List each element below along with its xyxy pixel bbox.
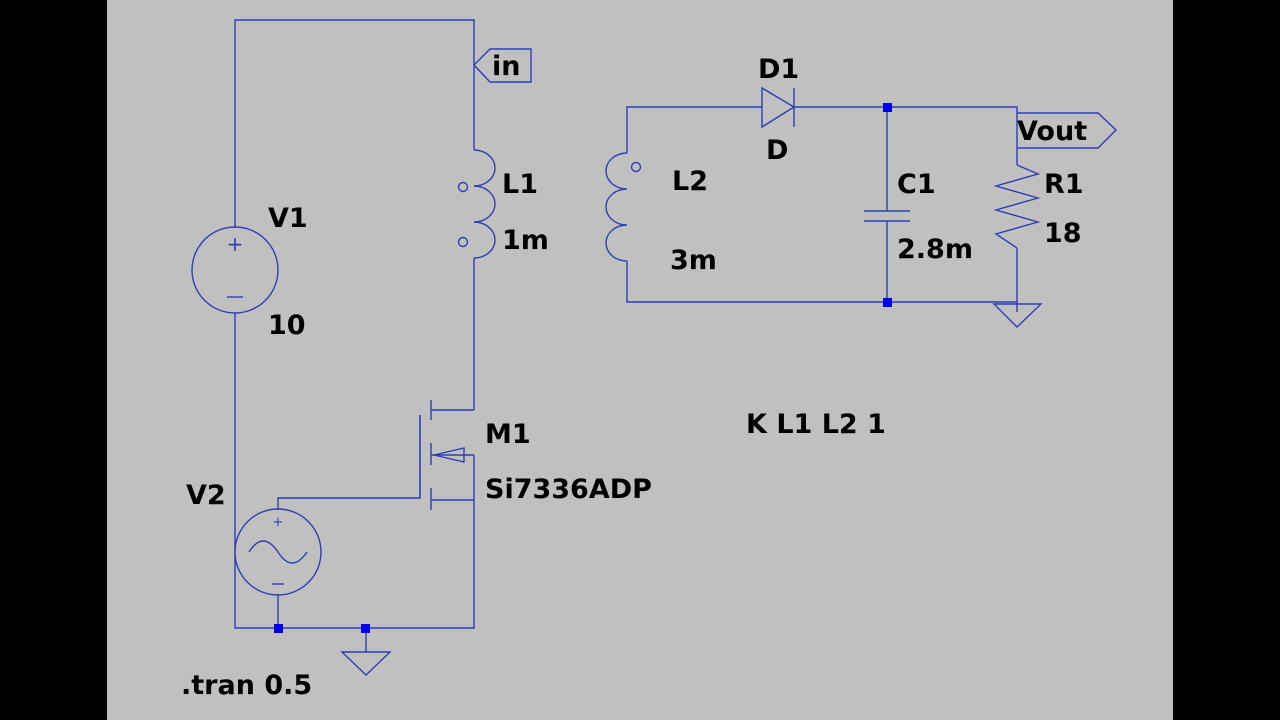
r1-resistor[interactable] bbox=[993, 164, 1041, 249]
net-flag-vout[interactable] bbox=[1017, 112, 1118, 149]
net-vout-label: Vout bbox=[1017, 116, 1087, 147]
d1-name-label: D1 bbox=[758, 54, 799, 85]
coupling-directive[interactable]: K L1 L2 1 bbox=[746, 409, 886, 440]
l2-value-label: 3m bbox=[670, 245, 717, 276]
v2-sine-source[interactable]: + bbox=[234, 508, 322, 596]
v1-value-label: 10 bbox=[268, 310, 306, 341]
m1-model-label: Si7336ADP bbox=[485, 474, 652, 505]
junction-dot bbox=[361, 624, 370, 633]
net-flag-in[interactable] bbox=[473, 48, 532, 83]
ground-primary bbox=[340, 628, 392, 676]
l2-inductor[interactable] bbox=[605, 152, 642, 262]
l2-name-label: L2 bbox=[672, 166, 708, 197]
d1-model-label: D bbox=[766, 135, 788, 166]
d1-diode[interactable] bbox=[761, 86, 796, 129]
schematic-canvas[interactable]: + + bbox=[107, 0, 1173, 720]
v1-voltage-source[interactable]: + bbox=[191, 226, 279, 314]
v2-name-label: V2 bbox=[186, 480, 226, 511]
m1-mosfet[interactable] bbox=[419, 395, 475, 510]
r1-value-label: 18 bbox=[1044, 218, 1082, 249]
m1-name-label: M1 bbox=[485, 419, 531, 450]
l1-name-label: L1 bbox=[502, 169, 538, 200]
net-in-label: in bbox=[492, 51, 520, 82]
l1-value-label: 1m bbox=[502, 225, 549, 256]
schematic-drawing: + + bbox=[181, 19, 1118, 701]
c1-capacitor[interactable] bbox=[864, 210, 910, 222]
ground-secondary bbox=[992, 303, 1043, 328]
c1-name-label: C1 bbox=[897, 169, 936, 200]
junction-dot bbox=[883, 298, 892, 307]
svg-text:+: + bbox=[227, 232, 244, 256]
l1-inductor[interactable] bbox=[457, 149, 496, 259]
r1-name-label: R1 bbox=[1044, 169, 1084, 200]
junction-dot bbox=[883, 103, 892, 112]
wires-secondary bbox=[626, 106, 1018, 312]
svg-text:+: + bbox=[273, 515, 284, 530]
tran-directive[interactable]: .tran 0.5 bbox=[181, 670, 312, 701]
c1-value-label: 2.8m bbox=[897, 234, 973, 265]
v1-name-label: V1 bbox=[268, 203, 308, 234]
junction-dot bbox=[274, 624, 283, 633]
